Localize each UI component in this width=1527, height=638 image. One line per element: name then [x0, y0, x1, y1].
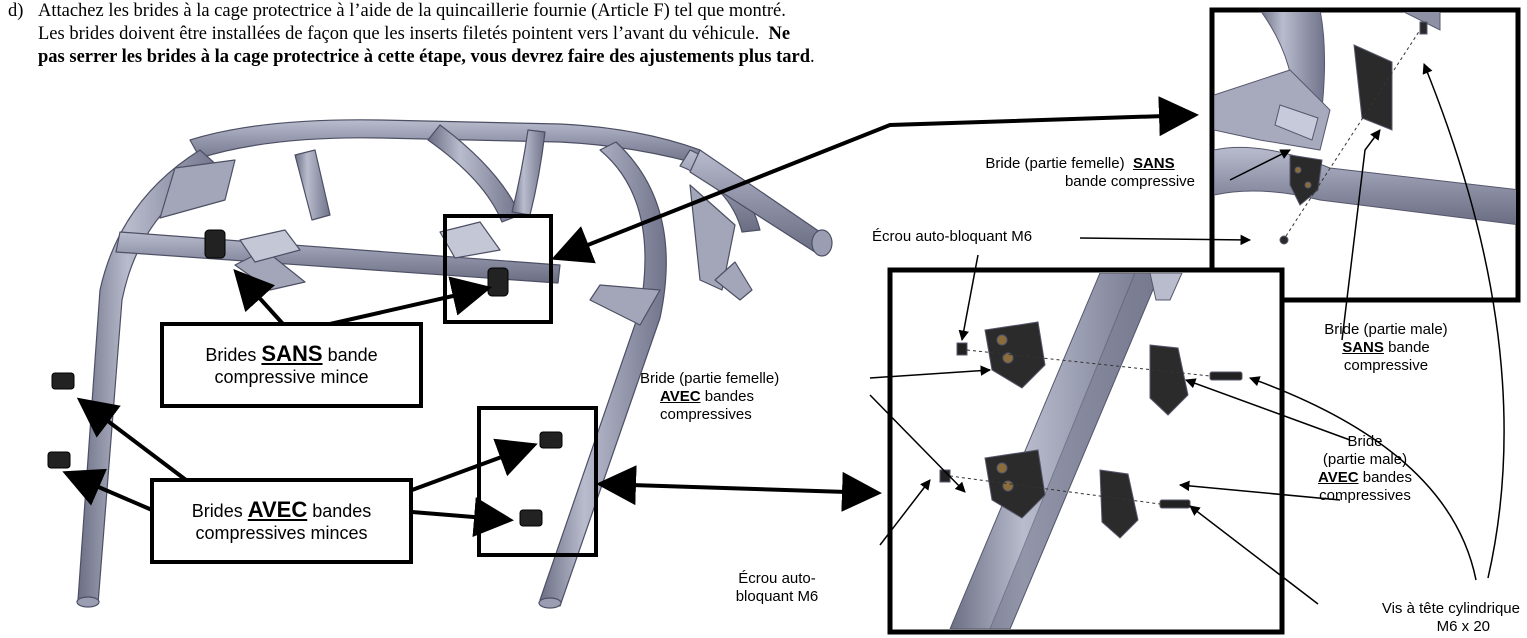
- label-female-avec: Bride (partie femelle) AVEC bandes compr…: [640, 370, 780, 423]
- label-nut-top: Écrou auto-bloquant M6: [872, 228, 1033, 245]
- detail-view-top: [1209, 7, 1521, 303]
- step-letter: d): [8, 1, 24, 21]
- cage-clamps: [47, 229, 563, 527]
- label-screw: Vis à tête cylindrique M6 x 20: [1381, 600, 1520, 635]
- label-nut-bottom: Écrou auto- bloquant M6: [735, 570, 819, 605]
- instruction-line-3: pas serrer les brides à la cage protectr…: [38, 47, 815, 67]
- label-male-avec: Bride (partie male) AVEC bandes compress…: [1318, 433, 1412, 504]
- label-female-sans: Bride (partie femelle) SANS bande compre…: [985, 155, 1196, 190]
- highlight-box-bottom: [477, 406, 598, 557]
- leader-arrows: [62, 63, 1505, 605]
- instruction-line-1: Attachez les brides à la cage protectric…: [38, 1, 786, 21]
- callout-box-avec: Brides AVEC bandes compressives minces: [150, 478, 413, 564]
- highlight-box-top: [443, 214, 553, 324]
- callout-box-sans: Brides SANS bande compressive mince: [160, 322, 423, 408]
- detail-view-bottom: [887, 267, 1285, 635]
- instruction-line-2: Les brides doivent être installées de fa…: [38, 24, 791, 44]
- label-male-sans: Bride (partie male) SANS bande compressi…: [1324, 321, 1448, 374]
